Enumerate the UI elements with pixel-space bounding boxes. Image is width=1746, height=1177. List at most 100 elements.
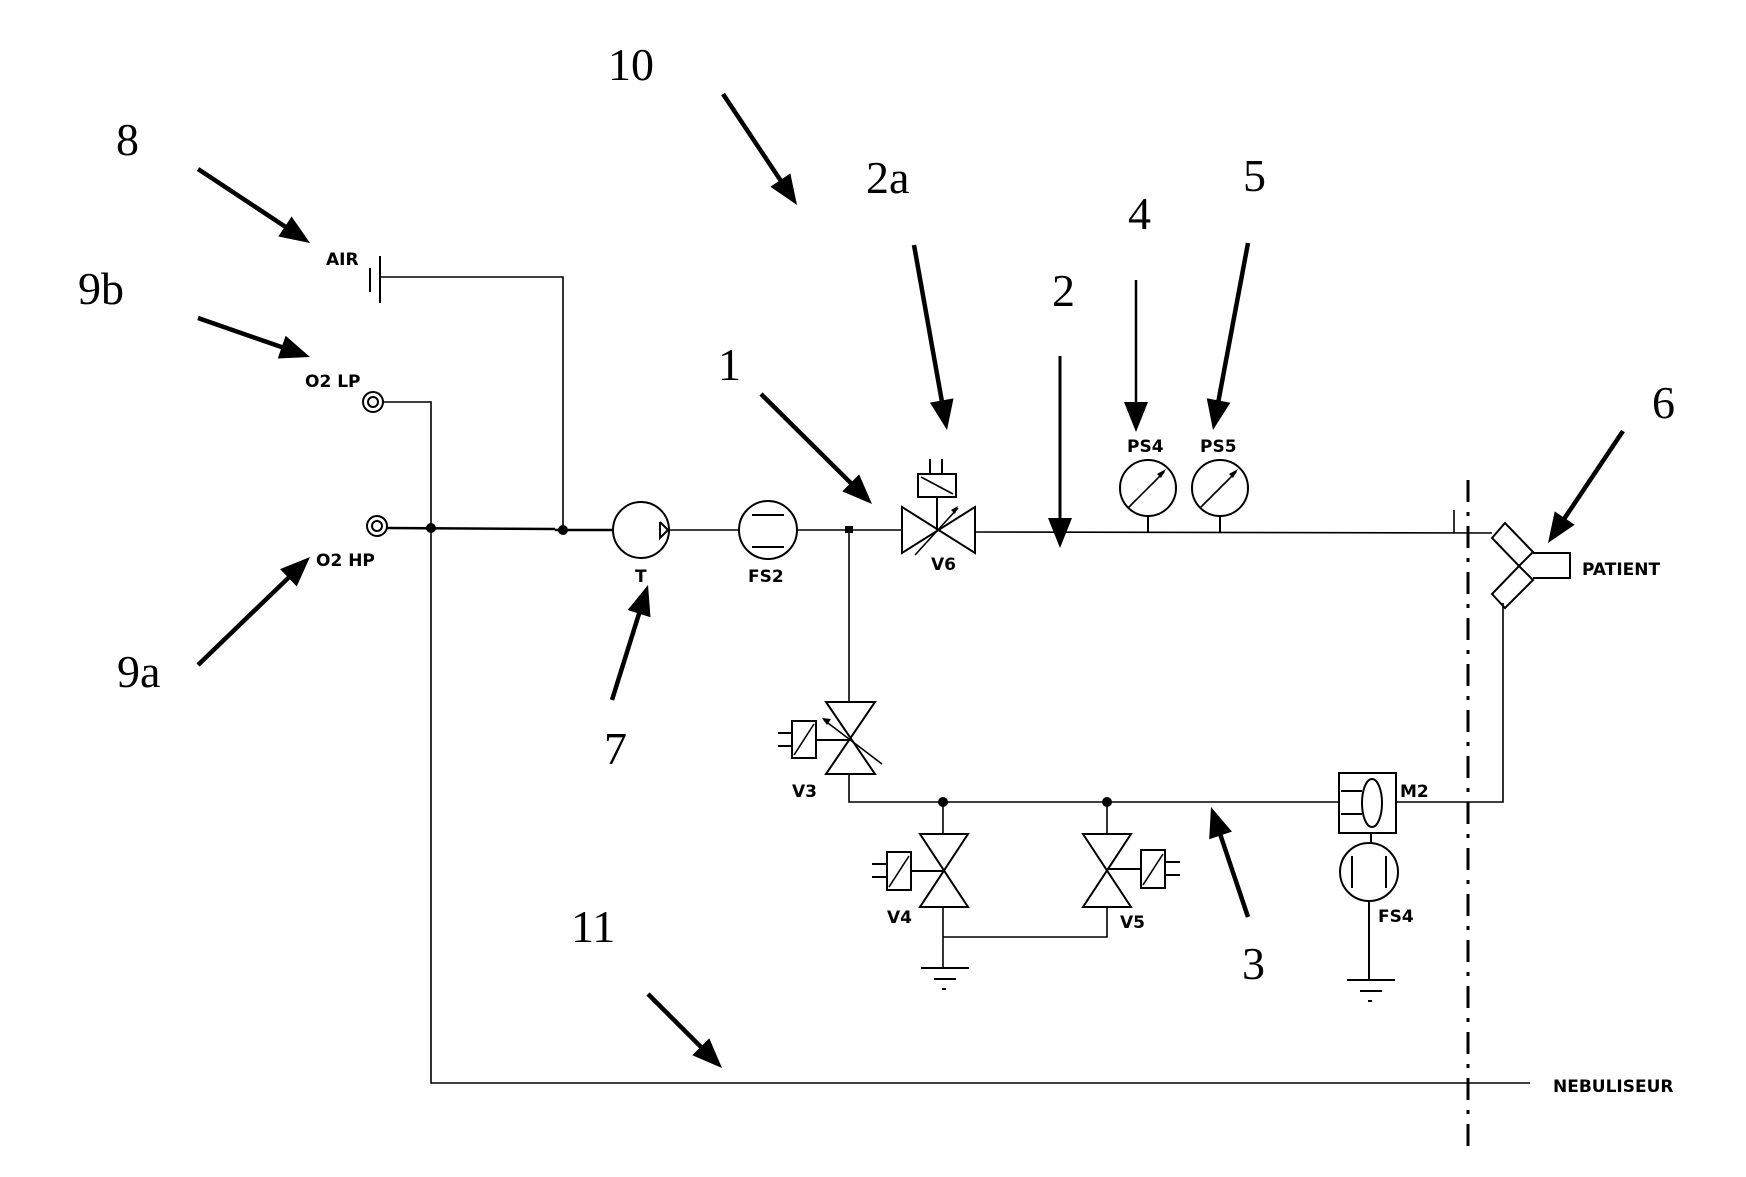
valve-v5: V5 [1081,833,1180,933]
nebuliser-pipe [430,530,1530,1084]
proportional-solenoid-valve-icon [778,701,883,775]
arrow-2a [911,244,954,430]
air-label: AIR [326,250,359,270]
junction-dot [558,525,568,535]
flow-sensor-icon [1339,833,1399,980]
arrow-6-shaft [1561,429,1625,521]
solenoid-valve-icon [872,833,970,908]
arrow-6-head [1548,511,1575,543]
arrow-1-head [842,474,872,504]
o2-hp-inlet: O2 HP [316,515,388,571]
valve-v6: V6 [901,459,976,575]
ps4-label: PS4 [1127,437,1164,457]
arrow-10-shaft [721,92,784,183]
ps5-label: PS5 [1200,437,1237,457]
ref-2a: 2a [866,152,909,203]
patient-y-piece: PATIENT [1490,521,1660,610]
flow-sensor-icon [738,500,798,560]
arrow-5-shaft [1215,242,1251,403]
air-inlet: AIR [326,250,381,303]
ref-6: 6 [1652,377,1675,428]
arrow-3-head [1209,807,1232,840]
arrow-1-shaft [759,392,854,486]
coaxial-connector-icon [366,515,388,537]
arrow-3-shaft [1217,832,1251,918]
arrow-9a-shaft [196,574,292,667]
m2-to-patient-pipe [1396,603,1504,803]
inspiratory-pipe [974,531,1493,534]
arrow-7-head [627,585,651,618]
membrane-m2: M2 [1338,772,1429,834]
junction-dot [845,526,853,533]
ref-3: 3 [1242,938,1265,989]
arrow-4-head [1124,402,1148,432]
arrow-11-head [692,1038,722,1068]
o2hp-pipe [386,526,556,531]
ref-11: 11 [571,901,615,952]
ref-4: 4 [1128,188,1151,239]
v4-label: V4 [887,908,912,928]
flow-sensor-fs2: FS2 [738,500,798,587]
ref-5: 5 [1243,150,1266,201]
arrow-11 [646,992,722,1068]
ref-8: 8 [116,114,139,165]
arrow-11-shaft [646,992,704,1050]
solenoid-valve-icon [1081,833,1180,908]
arrow-5 [1206,242,1251,430]
valve-v3: V3 [778,701,883,802]
v5-exhaust-pipe [943,907,1108,938]
arrow-1 [759,392,872,504]
ref-9b: 9b [78,263,124,314]
exhaust-ground-icon [921,967,969,990]
capacitor-connector-icon [369,256,381,303]
pressure-gauge-icon [1191,459,1249,533]
ref-1: 1 [718,339,741,390]
arrow-10-head [770,173,797,205]
patient-label: PATIENT [1582,560,1660,580]
o2lp-label: O2 LP [305,372,361,392]
v3-label: V3 [792,782,817,802]
turbine-label: T [635,567,647,587]
exhaust-ground-icon [1347,979,1395,1002]
fs4-label: FS4 [1378,907,1414,927]
ref-7: 7 [604,723,627,774]
arrow-2-head [1048,518,1072,548]
arrow-2 [1048,356,1072,548]
arrow-7-shaft [609,611,642,701]
valve-v4: V4 [872,833,970,990]
arrow-8-head [278,216,310,243]
arrow-2a-head [929,398,954,430]
ref-10: 10 [608,39,654,90]
pressure-gauge-icon [1119,459,1177,533]
o2-lp-inlet: O2 LP [305,372,384,413]
arrow-9a-head [280,557,310,587]
fs2-label: FS2 [748,567,784,587]
patient-y-piece-icon [1490,521,1571,610]
o2hp-label: O2 HP [316,551,375,571]
reference-numerals: 10 8 2a 5 4 9b 2 1 6 9a 7 11 3 [78,39,1675,989]
arrow-9b [197,315,310,359]
ref-9a: 9a [117,646,160,697]
pressure-sensor-ps5: PS5 [1191,437,1249,533]
arrow-2a-shaft [911,244,945,403]
air-pipe [381,276,564,530]
v6-label: V6 [931,555,956,575]
arrow-7 [609,585,651,701]
arrow-9a [196,557,310,667]
arrow-5-head [1206,398,1231,430]
nebuliseur-label: NEBULISEUR [1553,1077,1674,1097]
turbine: T [612,501,670,587]
v5-label: V5 [1120,913,1145,933]
junction-dot [938,797,948,807]
arrow-4 [1124,280,1148,432]
junction-dot [1102,797,1112,807]
proportional-solenoid-valve-icon [901,459,976,556]
arrow-9b-head [277,335,310,359]
membrane-icon [1338,772,1397,834]
expiratory-pipe [848,774,1339,803]
arrow-3 [1209,807,1251,918]
arrow-8 [196,167,310,243]
arrow-9b-shaft [197,315,285,350]
m2-label: M2 [1400,782,1429,802]
